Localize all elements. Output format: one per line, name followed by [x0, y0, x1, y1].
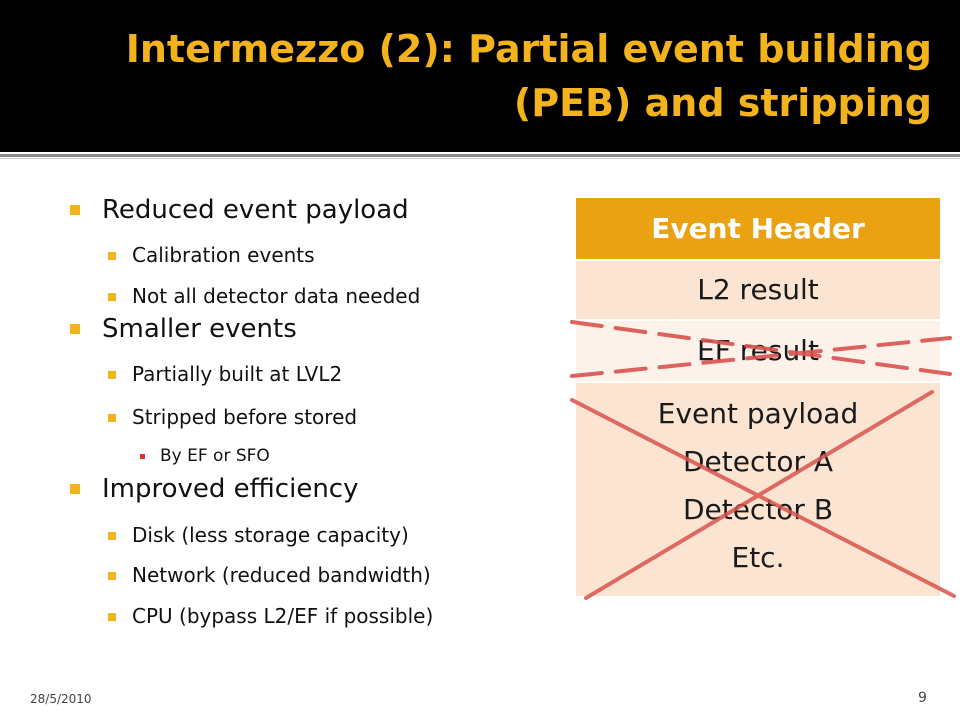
- bullet-list: Reduced event payload Calibration events…: [70, 195, 433, 628]
- bullet-item: Disk (less storage capacity): [108, 523, 409, 547]
- bullet-marker-icon: [108, 252, 116, 260]
- bullet-marker-icon: [70, 484, 80, 494]
- bullet-marker-icon: [140, 454, 145, 459]
- payload-line: Detector B: [682, 493, 834, 526]
- bullet-marker-icon: [108, 572, 116, 580]
- title-divider: [0, 154, 960, 157]
- bullet-item: Reduced event payload: [70, 195, 409, 225]
- payload-line: Etc.: [731, 541, 785, 574]
- slide-title: Intermezzo (2): Partial event building (…: [32, 22, 932, 130]
- payload-line: Detector A: [682, 445, 834, 478]
- title-bar: Intermezzo (2): Partial event building (…: [0, 0, 960, 152]
- bullet-marker-icon: [108, 371, 116, 379]
- bullet-item: Improved efficiency: [70, 474, 358, 504]
- event-header-cell: Event Header: [576, 198, 940, 260]
- slide-title-line-1: Intermezzo (2): Partial event building: [125, 27, 932, 71]
- bullet-item: Smaller events: [70, 314, 297, 344]
- bullet-item: Calibration events: [108, 243, 315, 267]
- title-divider-thin: [0, 158, 960, 159]
- cell-divider: [576, 319, 940, 321]
- bullet-item: Not all detector data needed: [108, 284, 420, 308]
- bullet-item: Stripped before stored: [108, 405, 357, 429]
- l2-result-cell: L2 result: [576, 260, 940, 320]
- bullet-item: Network (reduced bandwidth): [108, 563, 431, 587]
- bullet-marker-icon: [70, 324, 80, 334]
- bullet-item: CPU (bypass L2/EF if possible): [108, 604, 433, 628]
- cell-divider: [576, 381, 940, 383]
- footer-date: 28/5/2010: [30, 692, 92, 706]
- bullet-marker-icon: [70, 205, 80, 215]
- ef-result-cell: EF result: [576, 320, 940, 382]
- slide-number: 9: [918, 690, 927, 706]
- cell-divider: [576, 259, 940, 261]
- bullet-item: By EF or SFO: [140, 446, 270, 466]
- slide-title-line-2: (PEB) and stripping: [513, 81, 932, 125]
- bullet-marker-icon: [108, 414, 116, 422]
- bullet-item: Partially built at LVL2: [108, 362, 342, 386]
- bullet-marker-icon: [108, 532, 116, 540]
- bullet-marker-icon: [108, 613, 116, 621]
- event-payload-cell: Event payload Detector A Detector B Etc.: [576, 382, 940, 596]
- bullet-marker-icon: [108, 293, 116, 301]
- payload-line: Event payload: [657, 397, 859, 430]
- event-structure-table: Event Header L2 result EF result Event p…: [576, 198, 940, 596]
